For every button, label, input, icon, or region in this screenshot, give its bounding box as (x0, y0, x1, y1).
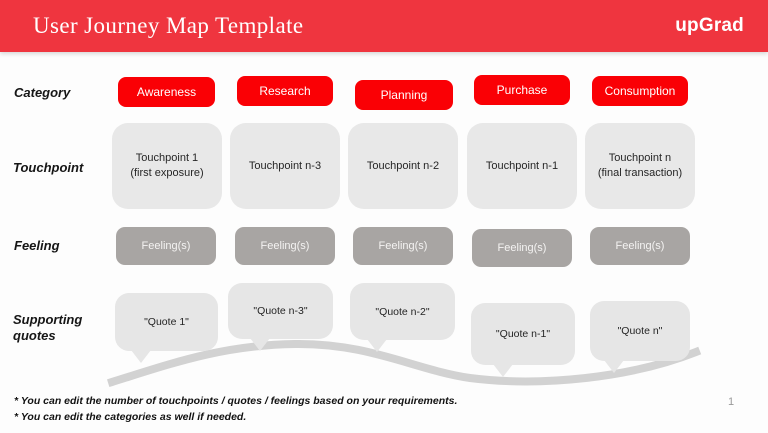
quote-bubble-1: "Quote 1" (115, 293, 218, 363)
touchpoint-card-4: Touchpoint n-1 (467, 123, 577, 209)
quote-text-2: "Quote n-3" (253, 305, 308, 317)
touchpoint-card-3: Touchpoint n-2 (348, 123, 458, 209)
quote-bubble-2: "Quote n-3" (228, 283, 333, 351)
row-label-category: Category (14, 85, 71, 100)
footnotes: * You can edit the number of touchpoints… (14, 394, 457, 426)
page-number: 1 (728, 396, 735, 408)
feeling-chip-4: Feeling(s) (472, 229, 572, 267)
quote-bubble-3: "Quote n-2" (350, 283, 455, 352)
page-title: User Journey Map Template (33, 13, 304, 38)
category-pill-purchase: Purchase (474, 75, 570, 105)
quote-bubble-2-tail (250, 338, 270, 351)
quote-bubble-4-tail (493, 364, 513, 377)
touchpoint-card-1: Touchpoint 1 (first exposure) (112, 123, 222, 209)
feeling-chip-2: Feeling(s) (235, 227, 335, 265)
category-pill-planning: Planning (355, 80, 453, 110)
quote-bubble-4: "Quote n-1" (471, 303, 575, 377)
quote-bubble-3-tail (367, 339, 387, 352)
feeling-chip-3: Feeling(s) (353, 227, 453, 265)
category-pill-research: Research (237, 76, 333, 106)
quote-bubble-1-tail (131, 350, 151, 363)
quote-bubble-5-tail (604, 360, 624, 373)
quote-text-3: "Quote n-2" (375, 305, 430, 318)
touchpoint-card-5: Touchpoint n (final transaction) (585, 123, 695, 209)
category-pill-awareness: Awareness (118, 77, 215, 107)
feeling-chip-1: Feeling(s) (116, 227, 216, 265)
quote-text-1: "Quote 1" (144, 316, 189, 328)
row-label-supporting-quotes: Supporting quotes (13, 312, 83, 344)
quote-text-5: "Quote n" (617, 325, 663, 337)
row-label-feeling: Feeling (14, 238, 60, 253)
footnote-1: * You can edit the number of touchpoints… (14, 395, 458, 407)
journey-curve-path (106, 339, 702, 388)
footnote-2: * You can edit the categories as well if… (14, 410, 247, 423)
quote-bubble-5: "Quote n" (590, 301, 690, 373)
row-label-touchpoint: Touchpoint (13, 160, 84, 175)
quote-text-4: "Quote n-1" (495, 328, 551, 340)
touchpoint-card-2: Touchpoint n-3 (230, 123, 340, 209)
feeling-chip-5: Feeling(s) (590, 227, 690, 265)
category-pill-consumption: Consumption (592, 76, 688, 106)
brand-logo: upGrad (675, 15, 744, 36)
header-bar: User Journey Map Template upGrad (0, 0, 768, 52)
